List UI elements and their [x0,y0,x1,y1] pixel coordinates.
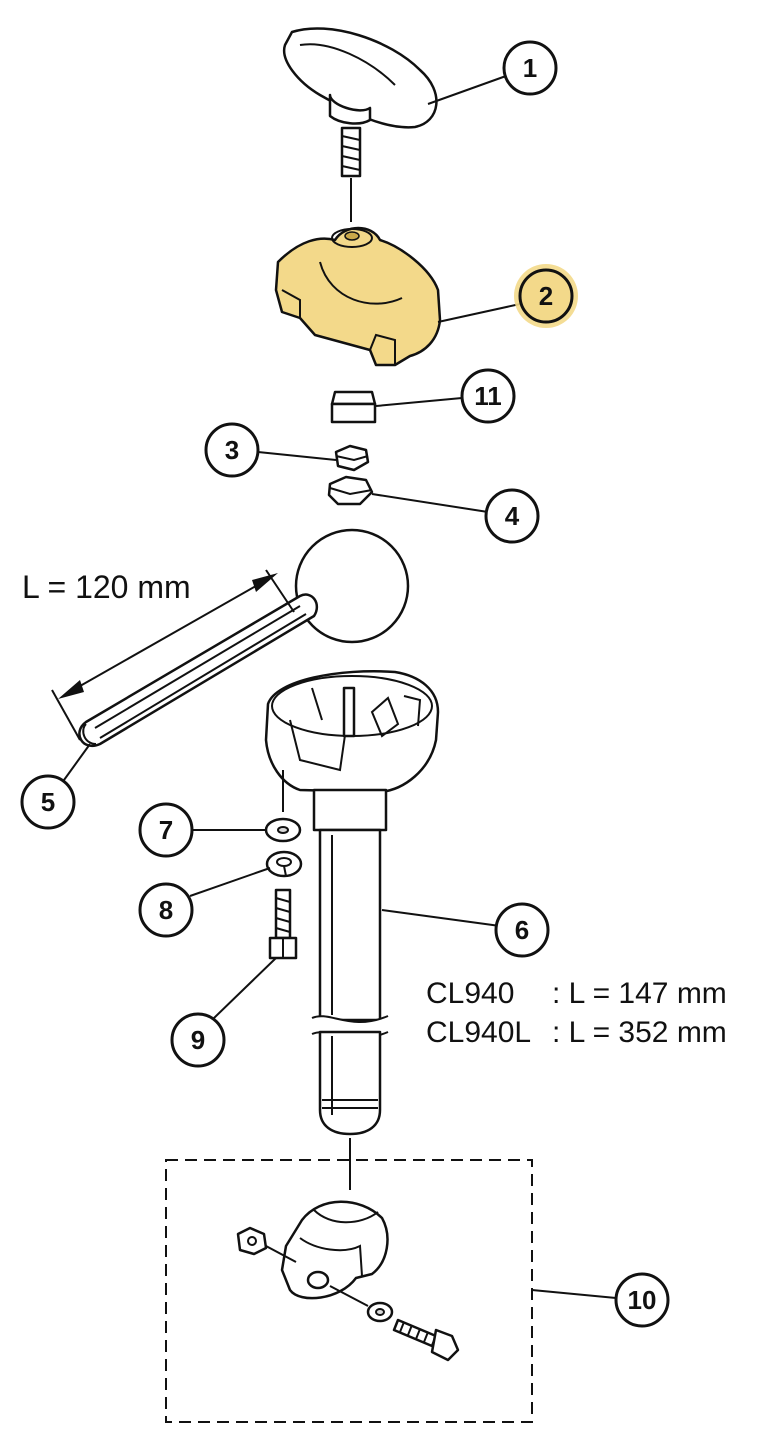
callout-10-label: 10 [628,1285,657,1315]
callout-1: 1 [502,40,558,96]
spec-value-cl940: : L = 147 mm [552,977,727,1010]
callout-10: 10 [614,1272,670,1328]
spec-model-cl940l: CL940L [426,1016,531,1049]
callout-11-label: 11 [474,381,502,411]
leader-lines [63,75,617,1299]
callout-3: 3 [204,422,260,478]
part-3-nut [334,444,370,472]
callout-2-label: 2 [539,281,553,311]
part-9-screw [268,888,298,960]
callout-3-label: 3 [225,435,239,465]
callout-7: 7 [138,802,194,858]
callout-9-label: 9 [191,1025,205,1055]
callout-6-label: 6 [515,915,529,945]
callout-9: 9 [170,1012,226,1068]
dimension-label-lever: L = 120 mm [22,569,191,605]
part-7-washer [264,817,302,843]
callout-5: 5 [20,774,76,830]
callout-2-highlighted: 2 [514,264,578,328]
part-10-mount-assembly [165,1159,533,1423]
part-6-column [264,670,440,1190]
callout-4: 4 [484,488,540,544]
callout-5-label: 5 [41,787,55,817]
callout-8: 8 [138,882,194,938]
part-11-block [330,390,377,424]
callout-4-label: 4 [505,501,520,531]
part-5-lever [51,528,410,748]
part-8-lock-washer [265,850,303,878]
part-2-clamp-cap [274,226,442,367]
callout-8-label: 8 [159,895,173,925]
callout-1-label: 1 [523,53,537,83]
part-4-nut [327,475,374,506]
spec-value-cl940l: : L = 352 mm [552,1016,727,1049]
callout-11: 11 [460,368,516,424]
part-1-knob [282,27,438,222]
spec-row-cl940: CL940 : L = 147 mm [426,977,727,1010]
spec-row-cl940l: CL940L : L = 352 mm [426,1016,727,1049]
callout-7-label: 7 [159,815,173,845]
callout-6: 6 [494,902,550,958]
spec-model-cl940: CL940 [426,977,514,1010]
